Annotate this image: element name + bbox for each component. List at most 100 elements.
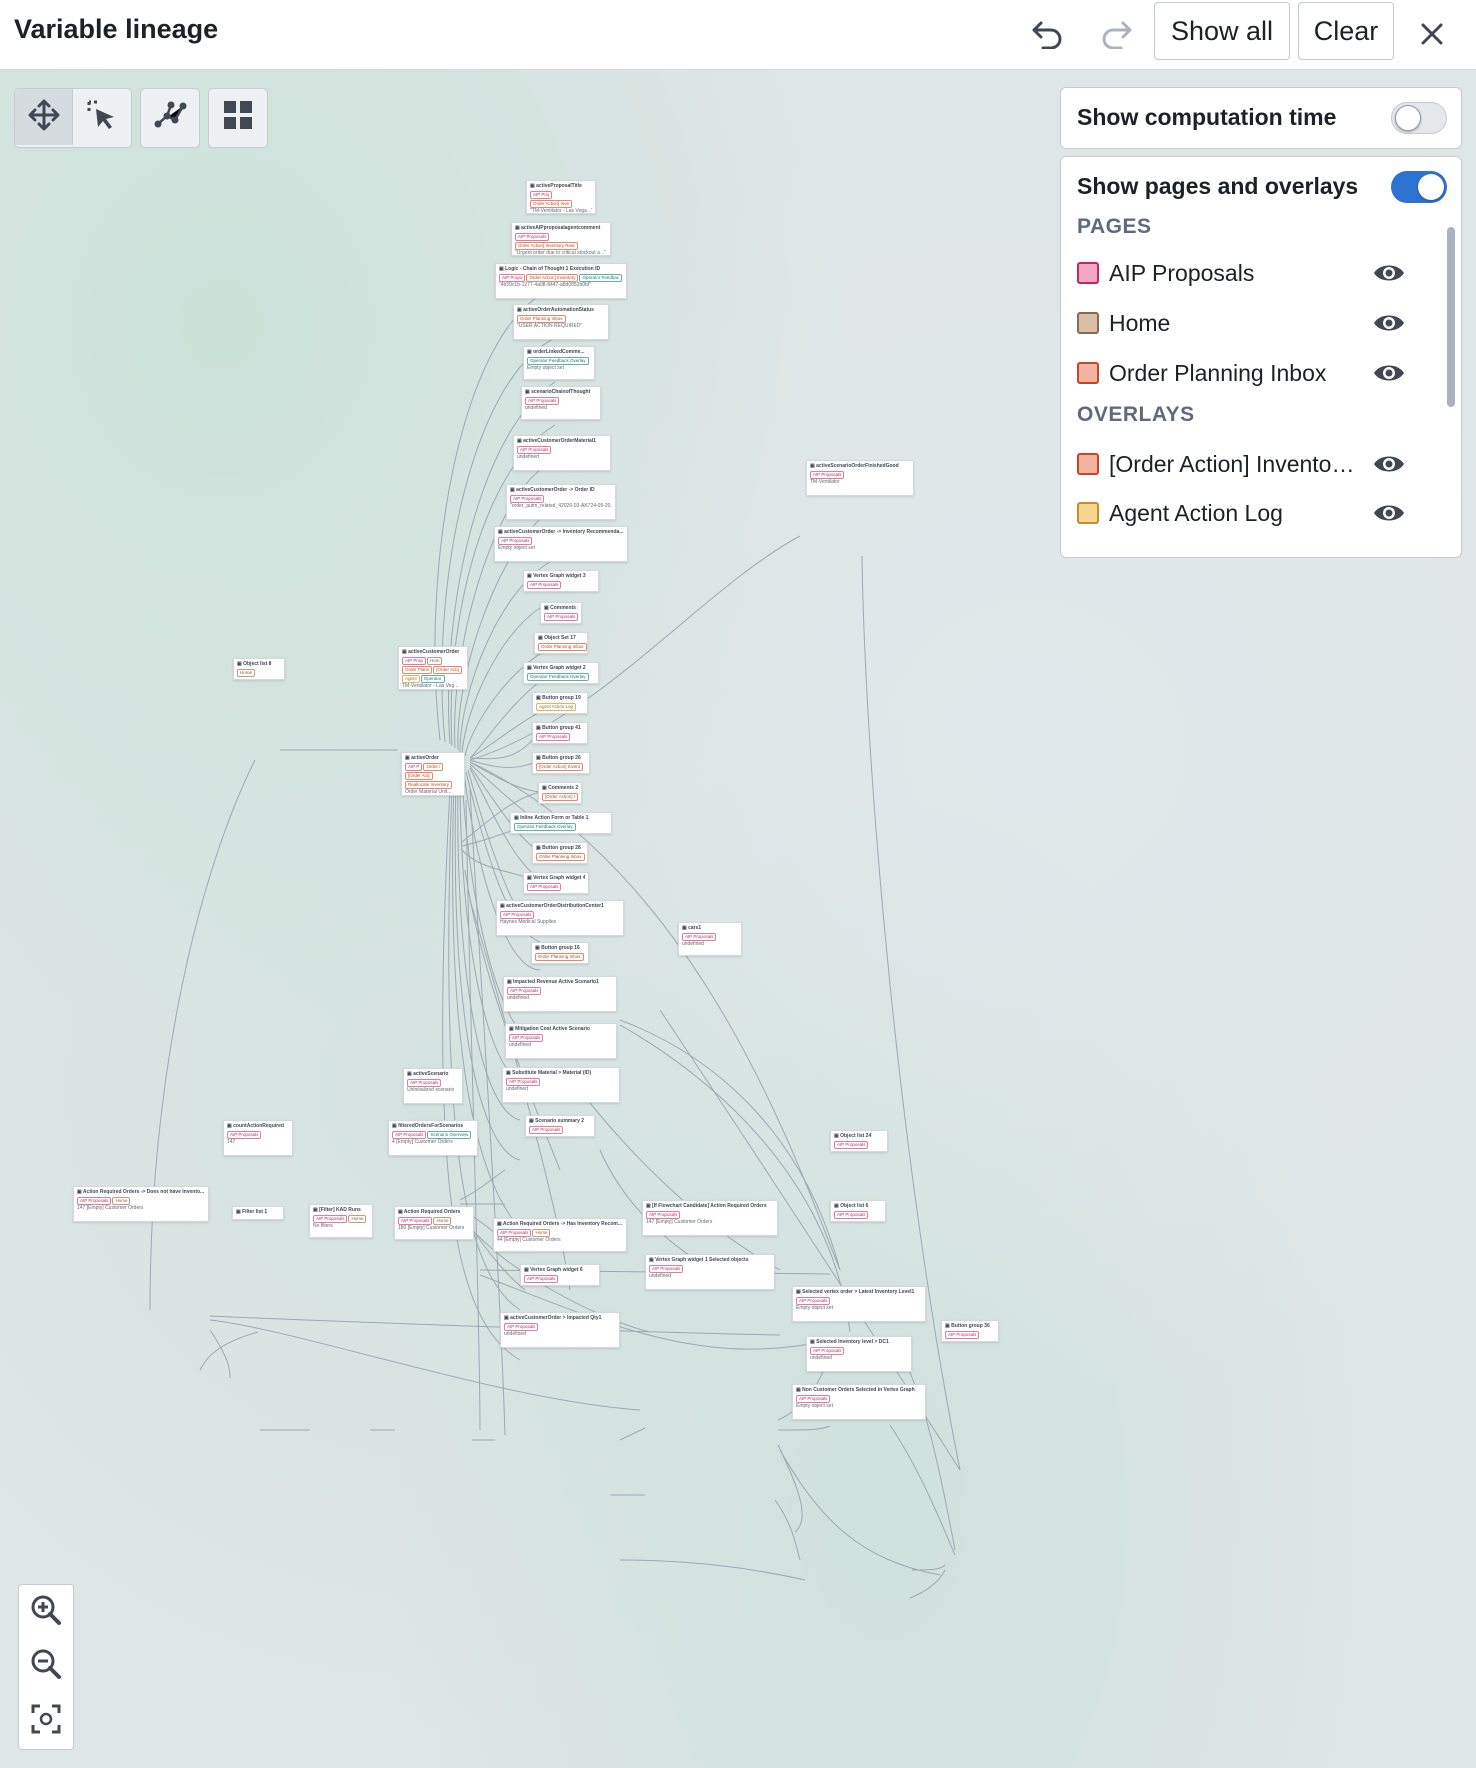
- close-icon[interactable]: [1410, 12, 1454, 56]
- graph-node[interactable]: ▣ Vertex Graph widget 1 Selected objects…: [645, 1254, 775, 1290]
- node-title: ▣ activeScenarioOrderFinishedGood: [810, 463, 899, 469]
- graph-node[interactable]: ▣ activeCustomerOrderDistributionCenter1…: [496, 900, 624, 936]
- panel-scrollbar[interactable]: [1447, 227, 1455, 407]
- fit-to-screen-button[interactable]: [18, 1694, 74, 1750]
- graph-node[interactable]: ▣ Comments 2[Order Action] I: [538, 782, 582, 804]
- graph-node[interactable]: ▣ [If Flowchart Candidate] Action Requir…: [642, 1200, 778, 1236]
- overlay-item-agent-action-log[interactable]: Agent Action Log: [1077, 493, 1367, 533]
- node-tags: Agent Action Log: [536, 702, 584, 711]
- undo-icon[interactable]: [1026, 12, 1070, 56]
- node-tag: AIP Proposals: [682, 933, 717, 941]
- zoom-out-button[interactable]: [18, 1639, 74, 1695]
- node-value: undefined: [682, 941, 704, 947]
- graph-node[interactable]: ▣ Selected vertex order > Latest Invento…: [792, 1286, 926, 1322]
- overlay-item-order-action[interactable]: [Order Action] Invento…: [1077, 444, 1367, 484]
- grid-layout-button[interactable]: [209, 89, 267, 145]
- move-tool-button[interactable]: [15, 89, 73, 145]
- node-tags: AIP ProjOrder Action] Inve: [530, 190, 592, 208]
- page-item-order-planning-inbox[interactable]: Order Planning Inbox: [1077, 353, 1367, 393]
- graph-node[interactable]: ▣ Button group 26[Order Action] Invent: [532, 752, 590, 774]
- graph-node[interactable]: ▣ Filter list 1: [232, 1206, 284, 1220]
- node-title: ▣ Selected Inventory level > DC1: [810, 1339, 889, 1345]
- node-tags: [Order Action] Invent: [536, 762, 586, 771]
- show-all-button[interactable]: Show all: [1154, 2, 1290, 60]
- node-value: Empty object set: [796, 1305, 833, 1311]
- eye-icon[interactable]: [1371, 446, 1407, 482]
- pages-overlays-toggle[interactable]: [1391, 171, 1447, 203]
- node-tag: AIP Proposals: [77, 1197, 112, 1205]
- graph-node[interactable]: ▣ Substitute Material > Material (ID)AIP…: [502, 1067, 620, 1103]
- graph-node[interactable]: ▣ Action Required Orders -> Has Inventor…: [493, 1218, 627, 1252]
- node-title: ▣ orderLinkedComme...: [527, 349, 585, 355]
- computation-time-toggle[interactable]: [1391, 102, 1447, 134]
- page-item-aip-proposals[interactable]: AIP Proposals: [1077, 253, 1367, 293]
- select-icon: [86, 99, 118, 136]
- node-tags: AIP Proposals: [529, 1125, 591, 1134]
- node-title: ▣ Vertex Graph widget 2: [527, 665, 586, 671]
- node-tag: AIP Proposals: [313, 1215, 348, 1223]
- node-tag: Home: [348, 1215, 367, 1223]
- eye-icon[interactable]: [1371, 305, 1407, 341]
- page-color-swatch: [1077, 362, 1099, 384]
- graph-node[interactable]: ▣ activeCustomerOrder -> Inventory Recom…: [494, 526, 628, 562]
- clear-button[interactable]: Clear: [1298, 2, 1394, 60]
- node-title: ▣ activeProposalTitle: [530, 183, 582, 189]
- node-title: ▣ Button group 26: [536, 755, 581, 761]
- graph-node[interactable]: ▣ Logic - Chain of Thought 1 Execution I…: [495, 263, 627, 299]
- eye-icon[interactable]: [1371, 495, 1407, 531]
- graph-node[interactable]: ▣ orderLinkedComme...Operator Feedback O…: [523, 346, 595, 380]
- node-tags: AIP Proposals: [682, 932, 738, 941]
- node-tags: AIP Proposals: [407, 1078, 459, 1087]
- graph-node[interactable]: ▣ Action Required Orders -> Does not hav…: [73, 1186, 209, 1222]
- zoom-in-button[interactable]: [18, 1584, 74, 1640]
- select-tool-button[interactable]: [73, 89, 131, 145]
- graph-layout-button[interactable]: [141, 89, 199, 145]
- eye-icon[interactable]: [1371, 255, 1407, 291]
- node-value: "USER ACTION REQUIRED": [517, 323, 583, 329]
- redo-icon[interactable]: [1094, 12, 1138, 56]
- page-color-swatch: [1077, 262, 1099, 284]
- page-item-home[interactable]: Home: [1077, 303, 1367, 343]
- graph-node[interactable]: ▣ Non Customer Orders Selected in Vertex…: [792, 1384, 926, 1420]
- eye-icon[interactable]: [1371, 355, 1407, 391]
- node-tags: AIP Proposals: [510, 494, 612, 503]
- node-tag: Agent: [402, 675, 420, 683]
- node-title: ▣ activeAIPproposalagentcomment: [515, 225, 601, 231]
